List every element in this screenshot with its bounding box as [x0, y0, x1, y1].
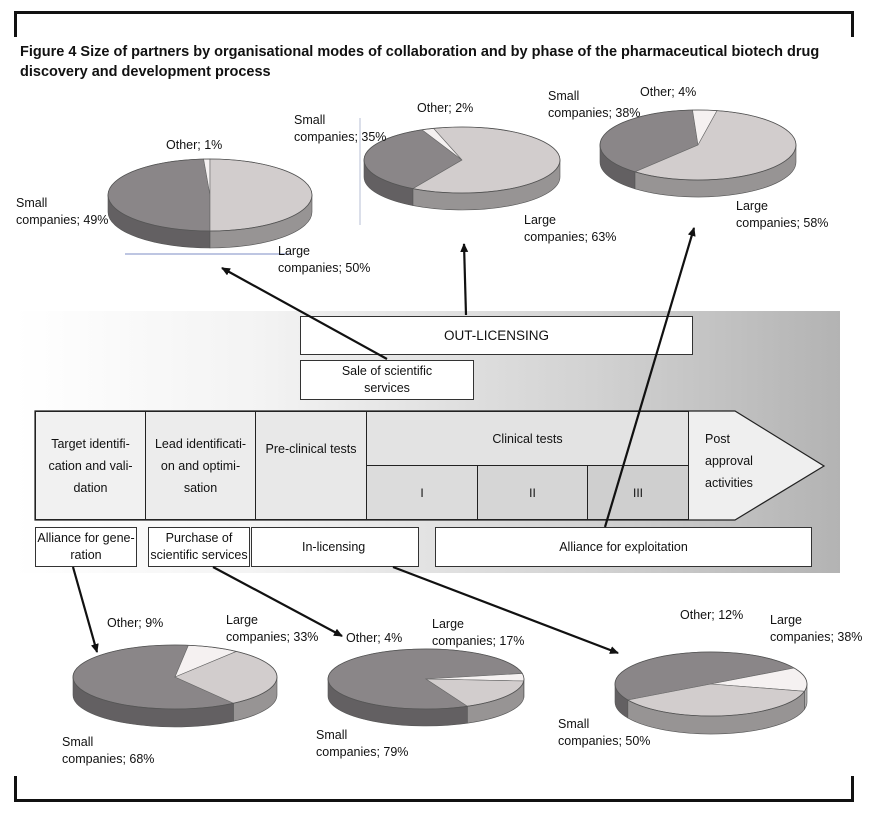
pie4-small-companies-label: Small companies; 68%: [62, 735, 155, 766]
figure-title: Figure 4 Size of partners by organisatio…: [20, 44, 820, 80]
pie-5-outline: [327, 648, 525, 710]
pie2-other-label: Other; 2%: [417, 101, 474, 115]
pie6-other-label: Other; 12%: [680, 608, 744, 622]
pie1-other-label: Other; 1%: [166, 138, 223, 152]
pie5-small-companies-label: Small companies; 79%: [316, 728, 409, 759]
in-licensing-box: In-licensing: [251, 527, 419, 567]
frame-top-right-tick: [851, 11, 854, 37]
pie1-large-companies-label: Large companies; 50%: [278, 244, 371, 275]
pie-6-outline: [614, 651, 808, 717]
phase-post-approval: Post approval activities: [705, 432, 753, 490]
phase-lead-identification: Lead identificati- on and optimi- sation: [145, 411, 256, 520]
pie1-small-companies-label: Small companies; 49%: [16, 196, 109, 227]
frame-bottom-right-tick: [851, 776, 854, 802]
pie-2-outline: [363, 126, 561, 194]
phase-pre-clinical: Pre-clinical tests: [255, 411, 367, 520]
arrow-generation-to-pie4: [71, 566, 99, 653]
pie-1-outline: [107, 158, 313, 232]
arrow-outlicensing-to-pie2: [460, 243, 469, 316]
phase-target-identification: Target identifi- cation and vali- dation: [35, 411, 146, 520]
pie4-large-companies-label: Large companies; 33%: [226, 613, 319, 644]
clinical-phase-iii: III: [587, 465, 689, 520]
pie3-large-companies-label: Large companies; 58%: [736, 199, 829, 230]
frame-top-left-tick: [14, 11, 17, 37]
purchase-of-scientific-services-box: Purchase of scientific services: [148, 527, 250, 567]
pie3-small-companies-label: Small companies; 38%: [548, 89, 641, 120]
pie6-large-companies-label: Large companies; 38%: [770, 613, 863, 644]
pie-6: [614, 651, 808, 735]
pie2-large-companies-label: Large companies; 63%: [524, 213, 617, 244]
arrow-sale-to-pie1: [221, 267, 388, 360]
phase-clinical-tests: Clinical tests: [366, 411, 689, 466]
frame-top-border: [14, 11, 854, 14]
pie-4: [72, 644, 278, 728]
out-licensing-box: OUT-LICENSING: [300, 316, 693, 355]
alliance-for-generation-box: Alliance for gene- ration: [35, 527, 137, 567]
pie3-other-label: Other; 4%: [640, 85, 697, 99]
sale-of-scientific-services-box: Sale of scientific services: [300, 360, 474, 400]
clinical-phase-i: I: [366, 465, 478, 520]
alliance-for-exploitation-box: Alliance for exploitation: [435, 527, 812, 567]
pie-3: [599, 109, 797, 198]
pie-2: [363, 126, 561, 211]
pie4-other-label: Other; 9%: [107, 616, 164, 630]
pie-3-outline: [599, 109, 797, 181]
arrow-inlicensing-to-pie6: [392, 565, 619, 655]
pie-1: [107, 158, 313, 249]
pie-4-outline: [72, 644, 278, 710]
arrow-purchase-to-pie5: [212, 566, 343, 637]
pie-5: [327, 648, 525, 727]
frame-bottom-left-tick: [14, 776, 17, 802]
pie5-large-companies-label: Large companies; 17%: [432, 617, 525, 648]
pie2-small-companies-label: Small companies; 35%: [294, 113, 387, 144]
pie6-small-companies-label: Small companies; 50%: [558, 717, 651, 748]
arrow-exploitation-to-pie3: [603, 227, 696, 528]
frame-bottom-border: [14, 799, 854, 802]
clinical-phase-ii: II: [477, 465, 588, 520]
pie5-other-label: Other; 4%: [346, 631, 403, 645]
